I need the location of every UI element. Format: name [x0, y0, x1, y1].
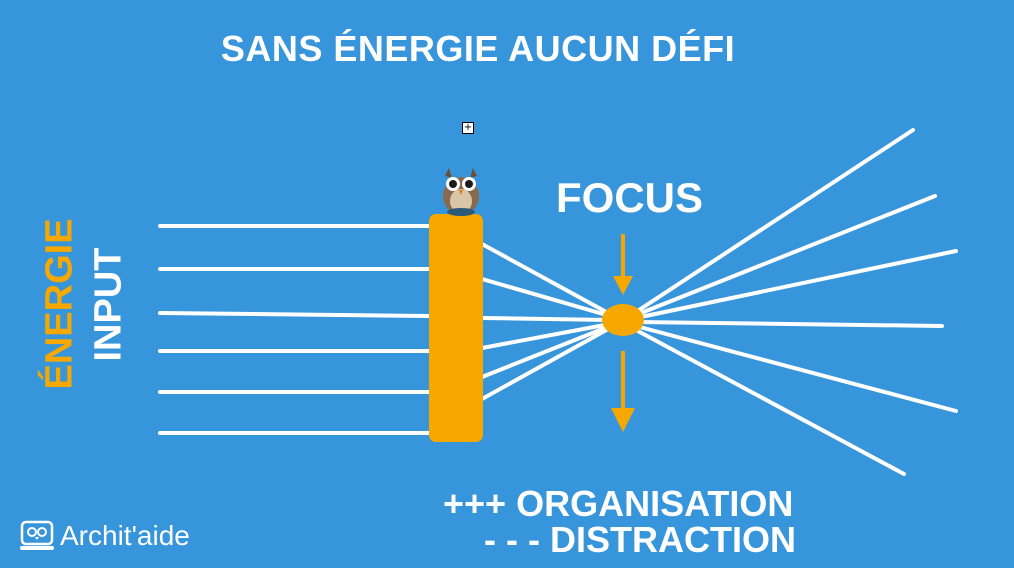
focus-arrow-in-head [613, 276, 633, 295]
input-line [158, 311, 432, 318]
diverging-line [634, 328, 906, 476]
converging-line [480, 324, 612, 379]
page-title: SANS ÉNERGIE AUCUN DÉFI [220, 28, 736, 69]
logo: Archit'aide [20, 520, 190, 552]
converging-line [480, 277, 612, 318]
energie-label: ÉNERGIE [38, 218, 81, 390]
focus-label: FOCUS [556, 174, 703, 221]
focus-arrow-out-head [611, 408, 635, 432]
owl-icon [443, 168, 479, 216]
owl-laptop-icon [20, 520, 54, 550]
diverging-line [634, 324, 958, 413]
converging-line [480, 322, 612, 350]
converging-line [480, 316, 612, 322]
diverging-line [634, 128, 915, 314]
converging-line [480, 242, 612, 316]
diverging-line [634, 249, 958, 320]
converging-line [480, 326, 612, 401]
diverging-line [634, 194, 937, 317]
lens-bar [429, 214, 483, 442]
diverging-line [634, 320, 944, 328]
selection-handle[interactable]: + [462, 122, 474, 134]
logo-text: Archit'aide [60, 520, 190, 551]
distraction-label: - - - DISTRACTION [484, 519, 796, 560]
focus-point [602, 304, 644, 336]
organisation-label: +++ ORGANISATION [443, 483, 794, 524]
input-label: INPUT [87, 247, 130, 362]
